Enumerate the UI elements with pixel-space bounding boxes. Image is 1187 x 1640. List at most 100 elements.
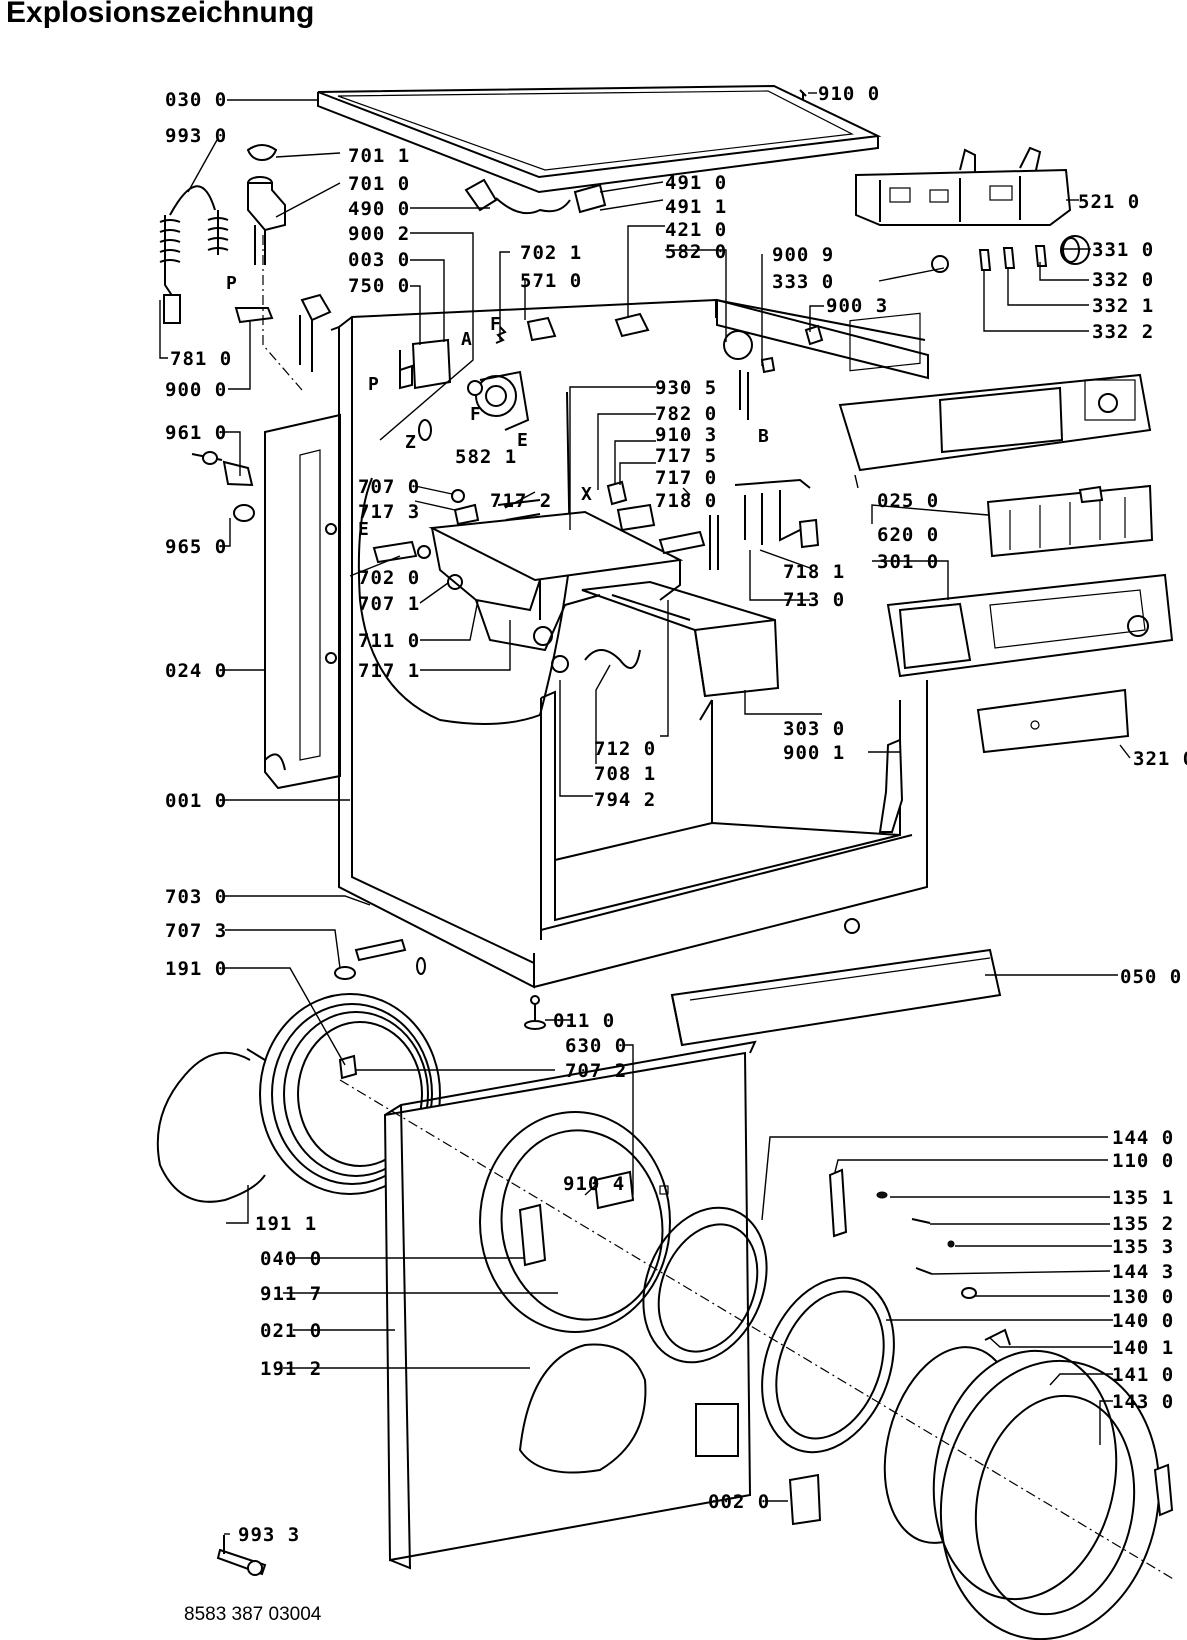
part-label: 332 2 xyxy=(1092,321,1154,343)
door-gasket xyxy=(259,993,441,1195)
part-label: 750 0 xyxy=(348,275,410,297)
part-label: 025 0 xyxy=(877,490,939,512)
part-label: 332 1 xyxy=(1092,295,1154,317)
button-332-0 xyxy=(1034,245,1048,267)
spring-702-1 xyxy=(495,326,507,344)
part-label: 794 2 xyxy=(594,789,656,811)
part-label: 191 1 xyxy=(255,1213,317,1235)
back-panel xyxy=(264,413,341,790)
part-label: 701 0 xyxy=(348,173,410,195)
part-label: 331 0 xyxy=(1092,239,1154,261)
part-label: 993 0 xyxy=(165,125,227,147)
part-label: 707 2 xyxy=(565,1060,627,1082)
part-label: 910 3 xyxy=(655,424,717,446)
part-label: 702 0 xyxy=(358,567,420,589)
kickplate xyxy=(670,948,1002,1047)
door-ring-inner xyxy=(642,1206,768,1364)
part-label: 702 1 xyxy=(520,242,582,264)
top-cover xyxy=(317,84,882,194)
part-label: 965 0 xyxy=(165,536,227,558)
screw-144-3 xyxy=(915,1267,933,1275)
part-label: 135 2 xyxy=(1112,1213,1174,1235)
button-332-1 xyxy=(1002,247,1016,269)
door-axis-line xyxy=(339,1079,1176,1581)
clip-900-3 xyxy=(804,324,824,346)
part-label: 050 0 xyxy=(1120,966,1182,988)
part-label: 002 0 xyxy=(708,1491,770,1513)
capacitor-box xyxy=(399,338,452,441)
valve-block xyxy=(372,480,719,590)
part-label: 332 0 xyxy=(1092,269,1154,291)
hoses-713 xyxy=(744,490,801,545)
part-label: 191 2 xyxy=(260,1358,322,1380)
part-label: 781 0 xyxy=(170,348,232,370)
inlet-valve xyxy=(247,176,286,265)
part-label: 110 0 xyxy=(1112,1150,1174,1172)
adjustable-foot xyxy=(524,995,546,1030)
part-label: 011 0 xyxy=(553,1010,615,1032)
part-label: 040 0 xyxy=(260,1248,322,1270)
part-label: 717 0 xyxy=(655,467,717,489)
pin-135-3 xyxy=(947,1240,955,1248)
part-718-1 xyxy=(798,518,820,549)
control-module-521 xyxy=(855,146,1072,226)
part-label: 333 0 xyxy=(772,271,834,293)
part-label: 490 0 xyxy=(348,198,410,220)
part-label: 140 1 xyxy=(1112,1337,1174,1359)
callout-letter: E xyxy=(358,519,369,540)
door-glass xyxy=(761,1276,895,1454)
part-label: 135 3 xyxy=(1112,1236,1174,1258)
part-label: 321 0 xyxy=(1133,748,1187,770)
door-handle xyxy=(828,1168,848,1238)
hose-axis-line xyxy=(262,235,303,391)
part-label: 620 0 xyxy=(877,524,939,546)
front-panel xyxy=(383,1040,757,1570)
part-label: 900 0 xyxy=(165,379,227,401)
detergent-dispenser xyxy=(428,510,780,698)
spring-135-1 xyxy=(876,1191,888,1199)
pressure-switch xyxy=(723,330,776,420)
pump-assembly xyxy=(467,370,530,431)
part-label: 708 1 xyxy=(594,763,656,785)
callout-letter: F xyxy=(490,314,501,335)
part-label: 717 2 xyxy=(490,490,552,512)
control-panel-frame xyxy=(838,312,1152,472)
button-332-2 xyxy=(978,249,992,271)
part-label: 910 0 xyxy=(818,83,880,105)
document-number: 8583 387 03004 xyxy=(184,1604,322,1625)
part-label: 707 1 xyxy=(358,593,420,615)
part-label: 140 0 xyxy=(1112,1310,1174,1332)
part-label: 303 0 xyxy=(783,718,845,740)
clamp-line xyxy=(246,1048,266,1061)
part-number-labels: 030 0 993 0 701 1 701 0 490 0 900 2 003 … xyxy=(165,83,1187,1546)
hose-plug xyxy=(191,451,255,522)
part-label: 135 1 xyxy=(1112,1187,1174,1209)
part-label: 191 0 xyxy=(165,958,227,980)
mains-cable xyxy=(464,178,607,214)
callout-letters: P P Z A F F E E X B xyxy=(226,273,769,540)
knob-331 xyxy=(1060,235,1090,265)
electronics-board xyxy=(986,484,1154,558)
cabinet-body xyxy=(330,298,929,989)
wire-strip xyxy=(734,478,811,489)
detail-callout-outline xyxy=(357,391,572,725)
part-label: 782 0 xyxy=(655,403,717,425)
leader-lines xyxy=(159,92,1131,1535)
part-label: 630 0 xyxy=(565,1035,627,1057)
part-label: 582 0 xyxy=(665,241,727,263)
part-label: 491 0 xyxy=(665,172,727,194)
part-label: 707 3 xyxy=(165,920,227,942)
part-label: 707 0 xyxy=(358,476,420,498)
part-label: 717 5 xyxy=(655,445,717,467)
part-label: 910 4 xyxy=(563,1173,625,1195)
part-label: 301 0 xyxy=(877,551,939,573)
callout-letter: E xyxy=(517,430,528,451)
callout-letter: A xyxy=(461,329,472,350)
display-foil xyxy=(976,688,1130,754)
part-label: 900 3 xyxy=(826,295,888,317)
part-label: 003 0 xyxy=(348,249,410,271)
part-label: 130 0 xyxy=(1112,1286,1174,1308)
part-130-0 xyxy=(961,1287,977,1299)
part-label: 718 1 xyxy=(783,561,845,583)
